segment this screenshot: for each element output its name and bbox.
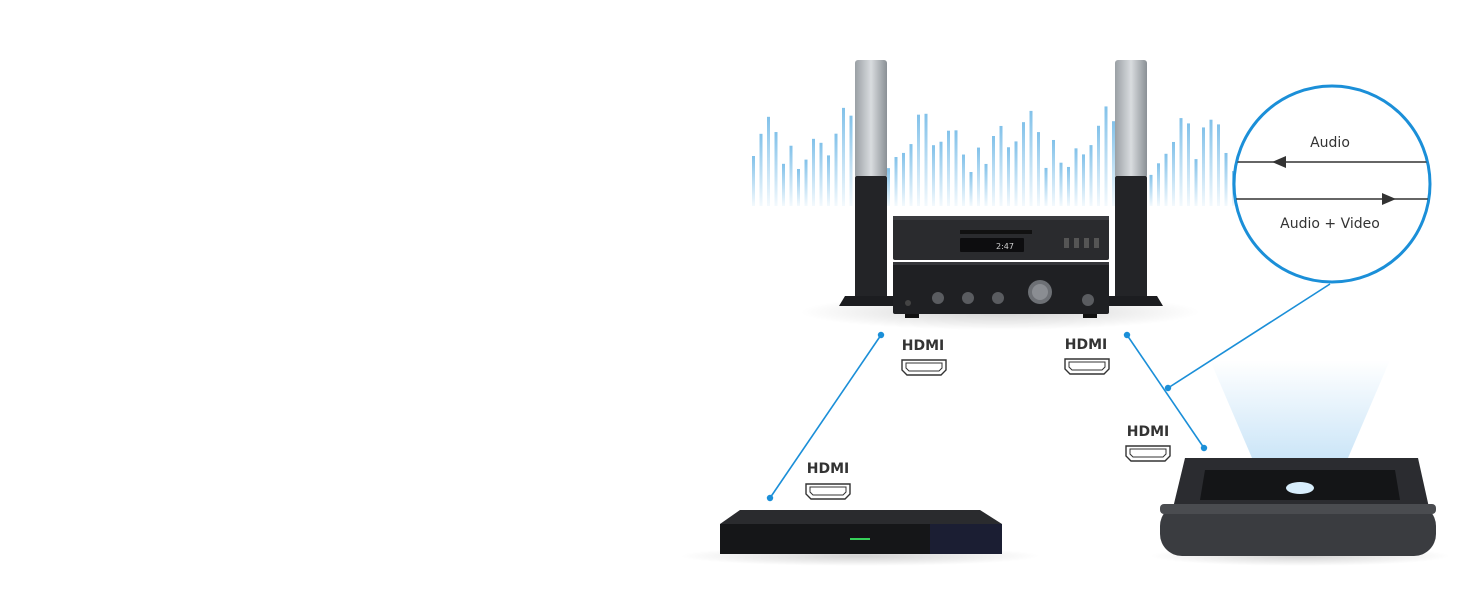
wave-bar — [1157, 163, 1160, 206]
wave-bar — [849, 115, 853, 206]
callout-audio-video-label: Audio + Video — [1280, 216, 1380, 232]
wave-bar — [999, 125, 1003, 206]
wave-bar — [1082, 154, 1085, 206]
wave-bar — [1194, 159, 1198, 206]
hdmi-port-inner — [1068, 361, 1106, 371]
wave-bar — [1149, 174, 1153, 206]
projector — [1160, 458, 1436, 556]
callout-leader-line — [1167, 283, 1331, 389]
wave-bar — [774, 132, 778, 206]
wave-bar — [812, 138, 815, 206]
wave-bar — [842, 107, 845, 206]
wave-bar — [977, 147, 980, 206]
wave-bar — [1067, 166, 1070, 206]
hdmi-label-projector: HDMI — [1126, 424, 1170, 440]
wave-bar — [767, 116, 770, 206]
wave-bar — [917, 114, 920, 206]
wave-bar — [894, 157, 898, 206]
audio-wave-graphic — [752, 106, 1235, 206]
wave-bar — [954, 130, 958, 206]
hdmi-port-icon — [805, 483, 851, 500]
hdmi-label-player: HDMI — [806, 461, 850, 477]
wave-bar — [947, 130, 950, 206]
wave-bar — [1059, 162, 1063, 206]
wave-bar — [939, 141, 943, 206]
cable-endpoint — [1123, 331, 1131, 339]
wave-bar — [1074, 148, 1078, 206]
wave-bar — [1164, 153, 1168, 206]
hdmi-port-icon — [1064, 358, 1110, 375]
wave-bar — [797, 168, 800, 206]
signal-callout — [1232, 84, 1432, 284]
wave-bar — [752, 156, 755, 206]
wave-bar — [804, 159, 808, 206]
wave-bar — [932, 145, 935, 206]
wave-bar — [1217, 124, 1220, 206]
wave-bar — [1097, 125, 1100, 206]
wave-bar — [1044, 167, 1048, 206]
wave-bar — [1202, 127, 1205, 206]
wave-bar — [924, 113, 928, 206]
hdmi-label-stereo-right: HDMI — [1064, 337, 1108, 353]
callout-audio-label: Audio — [1310, 135, 1350, 151]
wave-bar — [1022, 122, 1025, 206]
hdmi-label-stereo-left: HDMI — [901, 338, 945, 354]
wave-bar — [1037, 132, 1040, 206]
wave-bar — [962, 154, 965, 206]
cable-endpoint — [1200, 444, 1208, 452]
wave-bar — [819, 142, 823, 206]
speaker-right — [1099, 60, 1163, 306]
wave-bar — [969, 172, 973, 206]
cable-stereo-to-projector — [1126, 334, 1205, 449]
wave-bar — [992, 136, 995, 206]
wave-bar — [1104, 106, 1108, 206]
cable-endpoint — [1164, 384, 1172, 392]
wave-bar — [1112, 121, 1115, 206]
wave-bar — [887, 168, 890, 206]
wave-bar — [827, 155, 830, 206]
wave-bar — [1014, 141, 1018, 206]
wave-bar — [1187, 123, 1190, 206]
arrow-right-icon — [1382, 193, 1396, 205]
wave-bar — [1172, 141, 1175, 206]
cable-endpoint — [766, 494, 774, 502]
wave-bar — [1029, 110, 1033, 206]
hdmi-port-inner — [809, 486, 847, 496]
cable-endpoint — [877, 331, 885, 339]
speaker-left — [839, 60, 903, 306]
cd-player: 2:47 — [893, 216, 1109, 260]
wave-bar — [909, 144, 913, 206]
wave-bar — [1209, 119, 1213, 206]
arrow-left-icon — [1272, 156, 1286, 168]
hdmi-port-icon — [1125, 445, 1171, 462]
hdmi-cables — [766, 283, 1331, 502]
media-player-box — [720, 510, 1002, 554]
wave-bar — [1179, 118, 1183, 206]
wave-bar — [1089, 145, 1093, 206]
hdmi-port-icon — [901, 359, 947, 376]
cable-stereo-to-player — [769, 334, 882, 499]
amplifier — [893, 262, 1109, 318]
wave-bar — [1224, 152, 1228, 206]
hdmi-port-inner — [905, 362, 943, 372]
wave-bar — [759, 133, 763, 206]
wave-bar — [1007, 147, 1010, 206]
wave-bar — [789, 145, 793, 206]
wave-bar — [782, 163, 785, 206]
hdmi-port-inner — [1129, 448, 1167, 458]
wave-bar — [984, 163, 988, 206]
wave-bar — [834, 133, 838, 206]
cd-display-time: 2:47 — [996, 242, 1014, 251]
wave-bar — [902, 152, 905, 206]
wave-bar — [1052, 139, 1055, 206]
